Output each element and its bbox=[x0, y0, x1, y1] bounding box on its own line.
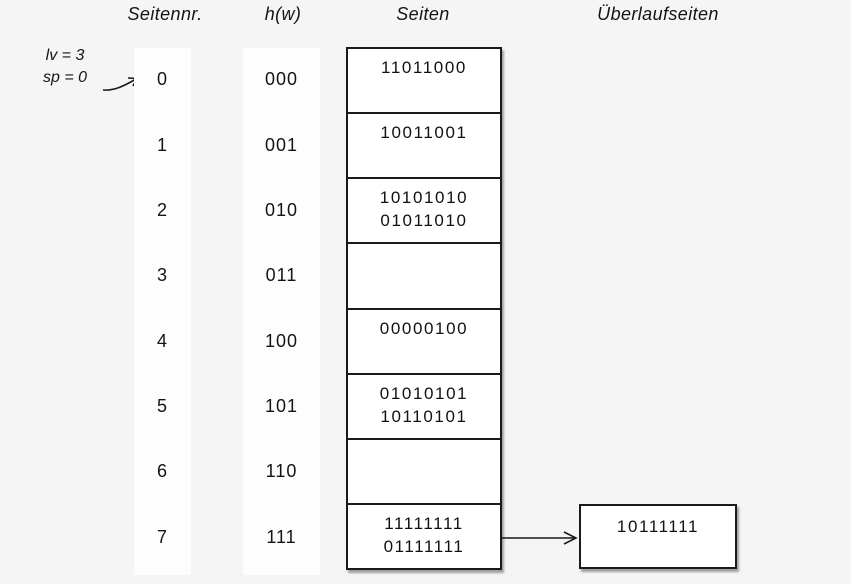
page-number: 2 bbox=[156, 199, 168, 220]
hash-value: 011 bbox=[265, 265, 298, 286]
hash-value: 000 bbox=[264, 69, 299, 90]
hash-value: 001 bbox=[264, 134, 299, 155]
page-number: 3 bbox=[156, 265, 168, 286]
hash-value: 101 bbox=[264, 396, 299, 417]
page-box-3 bbox=[348, 244, 500, 310]
page-number: 0 bbox=[156, 69, 168, 90]
seitennr-column-background bbox=[134, 48, 191, 575]
hash-value: 010 bbox=[264, 199, 299, 220]
overflow-entry: 10111111 bbox=[616, 517, 700, 536]
overflow-page-box: 10111111 bbox=[579, 504, 737, 569]
hash-value: 110 bbox=[265, 461, 298, 482]
annotation-lv: lv = 3 bbox=[45, 47, 85, 64]
page-number: 1 bbox=[156, 134, 168, 155]
page-entry: 10101010 bbox=[379, 188, 469, 208]
page-box-7: 11111111 01111111 bbox=[348, 505, 500, 568]
seitennr-column: 0 1 2 3 4 5 6 7 bbox=[134, 47, 191, 570]
page-number: 6 bbox=[156, 461, 168, 482]
annotation-sp: sp = 0 bbox=[42, 69, 88, 86]
state-annotation: lv = 3 sp = 0 bbox=[28, 45, 102, 89]
page-number: 5 bbox=[156, 396, 168, 417]
page-box-4: 00000100 bbox=[348, 310, 500, 375]
page-box-5: 01010101 10110101 bbox=[348, 375, 500, 440]
page-number: 4 bbox=[156, 330, 168, 351]
page-entry: 01010101 bbox=[379, 383, 469, 403]
page-box-1: 10011001 bbox=[348, 114, 500, 180]
page-box-0: 11011000 bbox=[348, 49, 500, 115]
page-entry: 10110101 bbox=[380, 406, 468, 426]
column-header-ueberlaufseiten: Überlaufseiten bbox=[597, 4, 719, 24]
hw-column: 000 001 010 011 100 101 110 111 bbox=[243, 47, 320, 570]
page-entry: 01111111 bbox=[383, 536, 465, 556]
overflow-link-arrow bbox=[502, 531, 578, 545]
column-header-seiten: Seiten bbox=[396, 4, 450, 24]
page-number: 7 bbox=[156, 526, 168, 547]
page-box-2: 10101010 01011010 bbox=[348, 179, 500, 245]
page-entry: 00000100 bbox=[379, 318, 469, 338]
hash-value: 100 bbox=[264, 330, 299, 351]
hw-column-background bbox=[243, 48, 320, 575]
column-header-seitennr: Seitennr. bbox=[127, 4, 203, 24]
column-header-hw: h(w) bbox=[264, 4, 302, 24]
pages-column: 11011000 10011001 10101010 01011010 0000… bbox=[346, 47, 502, 570]
page-entry: 10011001 bbox=[380, 123, 468, 143]
page-box-6 bbox=[348, 440, 500, 505]
page-entry: 01011010 bbox=[380, 211, 468, 231]
hash-value: 111 bbox=[266, 526, 297, 547]
page-entry: 11011000 bbox=[381, 58, 467, 77]
page-entry: 11111111 bbox=[384, 513, 464, 533]
